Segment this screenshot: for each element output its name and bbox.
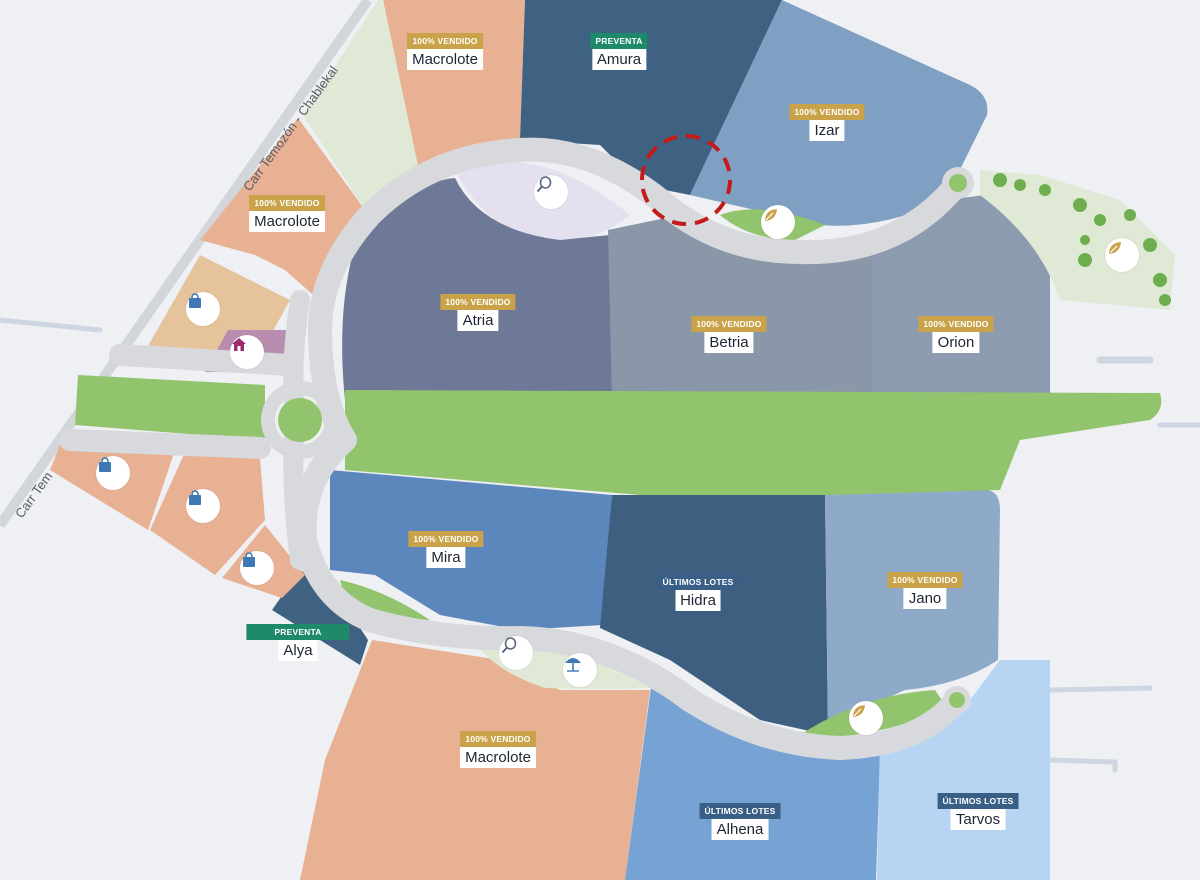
lot-name: Macrolote <box>249 210 325 232</box>
lot-orion[interactable] <box>873 195 1050 400</box>
lot-label-izar[interactable]: 100% VENDIDO Izar <box>789 104 865 141</box>
lot-label-macrolote-bottom[interactable]: 100% VENDIDO Macrolote <box>460 731 536 768</box>
lot-alhena[interactable] <box>625 680 880 880</box>
trees <box>993 173 1171 306</box>
lot-name: Mira <box>426 546 466 568</box>
lot-name: Hidra <box>675 589 721 611</box>
lot-atria[interactable] <box>342 178 615 400</box>
status-badge: 100% VENDIDO <box>691 316 767 332</box>
status-badge: 100% VENDIDO <box>918 316 994 332</box>
selection-highlight-circle[interactable] <box>640 134 732 226</box>
tennis-racket-icon[interactable] <box>534 175 568 209</box>
lot-label-jano[interactable]: 100% VENDIDO Jano <box>887 572 963 609</box>
lot-label-mira[interactable]: 100% VENDIDO Mira <box>408 531 484 568</box>
status-badge: ÚLTIMOS LOTES <box>699 803 781 819</box>
lot-label-atria[interactable]: 100% VENDIDO Atria <box>440 294 516 331</box>
tennis-racket-icon[interactable] <box>499 636 533 670</box>
lot-name: Alya <box>278 639 318 661</box>
lot-name: Tarvos <box>950 808 1006 830</box>
status-badge: 100% VENDIDO <box>249 195 325 211</box>
shopping-bag-icon[interactable] <box>240 551 274 585</box>
lot-label-orion[interactable]: 100% VENDIDO Orion <box>918 316 994 353</box>
internal-roads <box>59 137 970 760</box>
lot-mira[interactable] <box>330 470 612 630</box>
lot-label-betria[interactable]: 100% VENDIDO Betria <box>691 316 767 353</box>
status-badge: 100% VENDIDO <box>440 294 516 310</box>
lot-name: Macrolote <box>460 746 536 768</box>
shopping-bag-icon[interactable] <box>186 292 220 326</box>
lot-label-macrolote-left[interactable]: 100% VENDIDO Macrolote <box>249 195 325 232</box>
outer-roads <box>0 317 1200 773</box>
lot-name: Orion <box>932 331 980 353</box>
umbrella-icon[interactable] <box>563 653 597 687</box>
lot-label-alya[interactable]: PREVENTA Alya <box>246 624 350 661</box>
lot-label-tarvos[interactable]: ÚLTIMOS LOTES Tarvos <box>937 793 1019 830</box>
status-badge: ÚLTIMOS LOTES <box>937 793 1019 809</box>
leaf-icon[interactable] <box>1105 238 1139 272</box>
status-badge: 100% VENDIDO <box>789 104 865 120</box>
shopping-bag-icon[interactable] <box>186 489 220 523</box>
status-badge: 100% VENDIDO <box>887 572 963 588</box>
status-badge: PREVENTA <box>246 624 350 640</box>
lot-label-alhena[interactable]: ÚLTIMOS LOTES Alhena <box>699 803 781 840</box>
lot-label-amura[interactable]: PREVENTA Amura <box>590 33 648 70</box>
leaf-icon[interactable] <box>849 701 883 735</box>
house-icon[interactable] <box>230 335 264 369</box>
status-badge: 100% VENDIDO <box>407 33 483 49</box>
lot-alya[interactable] <box>272 570 368 665</box>
leaf-icon[interactable] <box>761 205 795 239</box>
status-badge: PREVENTA <box>590 33 648 49</box>
lot-amura[interactable] <box>520 0 782 195</box>
lot-name: Betria <box>704 331 754 353</box>
lot-label-hidra[interactable]: ÚLTIMOS LOTES Hidra <box>657 574 739 611</box>
road-nodes <box>278 167 974 714</box>
status-badge: 100% VENDIDO <box>460 731 536 747</box>
lot-name: Amura <box>591 48 647 70</box>
lot-name: Izar <box>809 119 845 141</box>
lot-name: Macrolote <box>407 48 483 70</box>
lot-name: Atria <box>457 309 499 331</box>
shopping-bag-icon[interactable] <box>96 456 130 490</box>
lot-name: Alhena <box>711 818 769 840</box>
status-badge: 100% VENDIDO <box>408 531 484 547</box>
lot-label-macrolote-top[interactable]: 100% VENDIDO Macrolote <box>407 33 483 70</box>
lot-name: Jano <box>903 587 947 609</box>
lot-tarvos[interactable] <box>877 660 1050 880</box>
status-badge: ÚLTIMOS LOTES <box>657 574 739 590</box>
lot-hidra[interactable] <box>600 495 828 735</box>
